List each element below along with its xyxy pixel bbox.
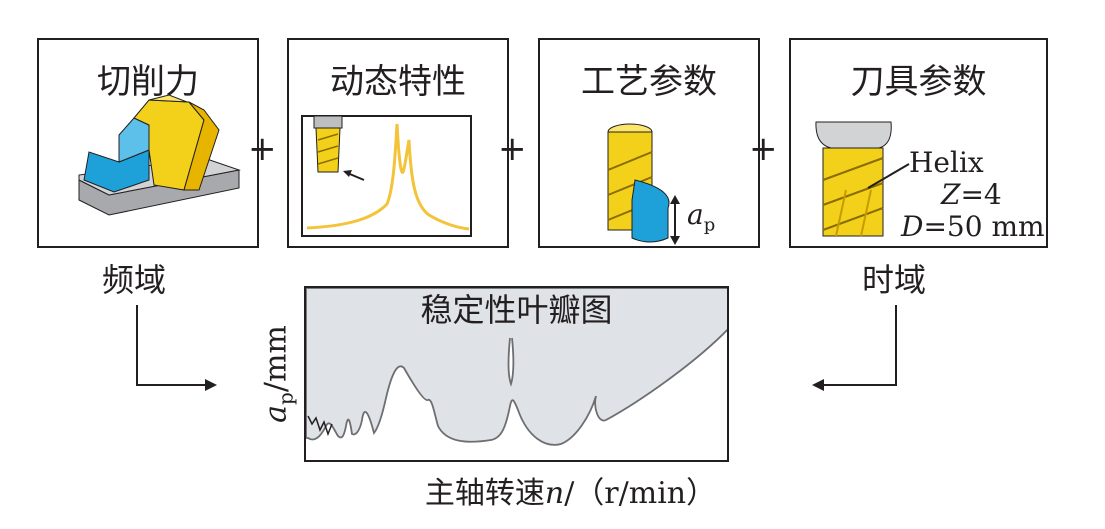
cutting-force-title: 切削力	[97, 62, 199, 102]
dynamics-box: 动态特性	[287, 38, 509, 248]
plus-sign-2: +	[498, 129, 527, 169]
depth-subscript: p	[703, 214, 716, 236]
frequency-domain-label: 频域	[102, 261, 167, 299]
diameter-label: D=50 mm	[901, 212, 1045, 242]
dynamics-title: 动态特性	[330, 62, 466, 102]
z-value: =4	[960, 178, 1002, 211]
time-domain-label: 时域	[862, 261, 927, 299]
lobe-y-axis-label: ap/mm	[259, 325, 298, 423]
lobe-x-axis-label: 主轴转速n/（r/min）	[0, 476, 1105, 512]
frequency-response-plot	[301, 115, 472, 237]
plus-sign-3: +	[749, 129, 778, 169]
process-params-box: 工艺参数 ap	[538, 38, 760, 248]
tool-params-title: 刀具参数	[850, 62, 987, 102]
end-mill-illustration	[815, 121, 910, 237]
milling-tool-depth-illustration	[607, 123, 680, 245]
plus-sign-1: +	[248, 129, 277, 169]
depth-symbol: a	[687, 198, 704, 231]
x-axis-unit: /（r/min）	[564, 476, 717, 511]
x-axis-prefix: 主轴转速	[424, 476, 545, 511]
flute-count-label: Z=4	[941, 180, 1002, 210]
y-axis-unit: /mm	[258, 325, 294, 393]
tool-params-box: 刀具参数 Helix Z=4 D=50 mm	[789, 38, 1048, 248]
process-params-title: 工艺参数	[581, 62, 717, 102]
x-axis-symbol: n	[544, 476, 565, 511]
stability-lobe-curve	[306, 288, 727, 446]
depth-of-cut-label: ap	[687, 200, 715, 241]
cutting-force-box: 切削力	[37, 38, 259, 248]
helix-label: Helix	[909, 146, 984, 179]
stability-lobe-chart: 稳定性叶瓣图	[304, 286, 729, 462]
d-value: =50 mm	[923, 210, 1045, 243]
z-symbol: Z	[941, 178, 961, 211]
d-symbol: D	[901, 210, 924, 243]
y-axis-symbol: a	[258, 404, 294, 423]
lobe-chart-title: 稳定性叶瓣图	[420, 291, 613, 329]
cutting-tool-workpiece-illustration	[78, 94, 241, 216]
y-axis-subscript: p	[273, 392, 298, 405]
